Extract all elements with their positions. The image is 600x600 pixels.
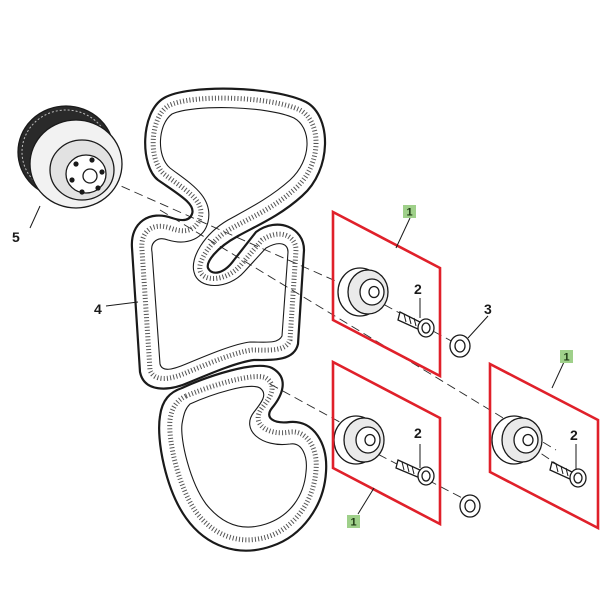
badge-1-right: 1 <box>560 350 573 364</box>
badge-label: 1 <box>351 517 357 529</box>
idler-pulley-icon <box>337 267 389 317</box>
bolt-icon <box>397 311 435 338</box>
crankshaft-pulley-icon <box>17 105 123 209</box>
badge-1-lower-left: 1 <box>347 515 360 529</box>
drive-belt <box>130 87 328 552</box>
bolt-icon <box>395 459 435 486</box>
highlight-box-right <box>488 361 600 531</box>
badge-1-upper: 1 <box>403 205 416 219</box>
idler-pulley-upper <box>337 267 471 358</box>
leader-lines <box>29 205 577 515</box>
washer-icon <box>449 334 471 358</box>
highlight-box-upper <box>331 209 442 379</box>
callout-3: 3 <box>484 301 492 317</box>
idler-pulley-right <box>491 415 587 488</box>
callout-2-right: 2 <box>570 427 578 443</box>
callout-5: 5 <box>12 229 20 245</box>
callout-4: 4 <box>94 301 102 317</box>
idler-pulley-lower-left <box>333 415 481 518</box>
washer-icon <box>459 494 481 518</box>
idler-pulley-icon <box>491 415 543 465</box>
badge-label: 1 <box>564 352 570 364</box>
bolt-icon <box>549 461 587 488</box>
callout-2-lower-left: 2 <box>414 425 422 441</box>
badge-label: 1 <box>407 207 413 219</box>
highlight-box-lower-left <box>331 359 442 527</box>
callout-2-upper: 2 <box>414 281 422 297</box>
idler-pulley-icon <box>333 415 385 465</box>
